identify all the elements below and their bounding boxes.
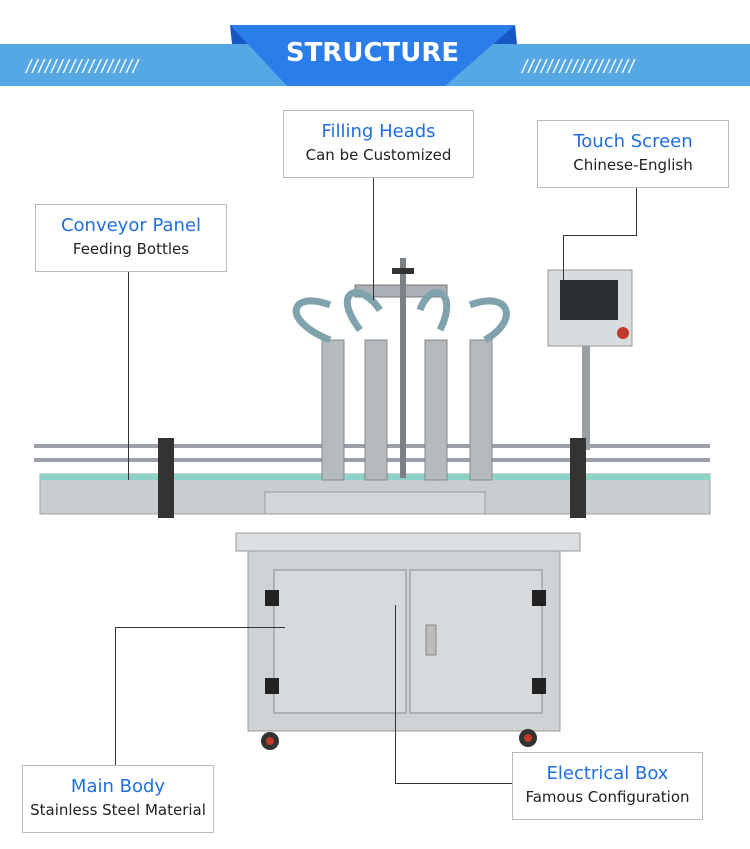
header-ribbon [230, 25, 517, 86]
callout-subtitle: Feeding Bottles [72, 240, 190, 258]
callout-title: Electrical Box [546, 763, 669, 784]
leader-conveyor-panel [128, 270, 129, 480]
callout-subtitle: Can be Customized [305, 146, 452, 164]
callout-title: Touch Screen [573, 131, 693, 152]
leader-electrical-box [395, 605, 396, 783]
leader-touch-screen-h [563, 235, 637, 236]
leader-main-body-h [115, 627, 285, 628]
callout-subtitle: Chinese-English [573, 156, 693, 174]
leader-touch-screen [636, 186, 637, 235]
callout-title: Filling Heads [321, 121, 436, 142]
callout-title: Main Body [70, 776, 166, 797]
callout-conveyor-panel: Conveyor Panel Feeding Bottles [35, 204, 227, 272]
callout-subtitle: Famous Configuration [525, 788, 690, 806]
page-title: STRUCTURE [285, 38, 460, 68]
leader-main-body [115, 627, 116, 765]
header-stripes-left: ////////////////// [26, 57, 140, 78]
leader-filling-heads [373, 176, 374, 300]
leader-electrical-box-h [395, 783, 512, 784]
callout-main-body: Main Body Stainless Steel Material [22, 765, 214, 833]
callout-filling-heads: Filling Heads Can be Customized [283, 110, 474, 178]
callout-touch-screen: Touch Screen Chinese-English [537, 120, 729, 188]
callout-subtitle: Stainless Steel Material [30, 801, 206, 819]
leader-touch-screen-v [563, 235, 564, 280]
header-stripes-right: ////////////////// [522, 57, 636, 78]
callout-title: Conveyor Panel [60, 215, 202, 236]
callout-electrical-box: Electrical Box Famous Configuration [512, 752, 703, 820]
